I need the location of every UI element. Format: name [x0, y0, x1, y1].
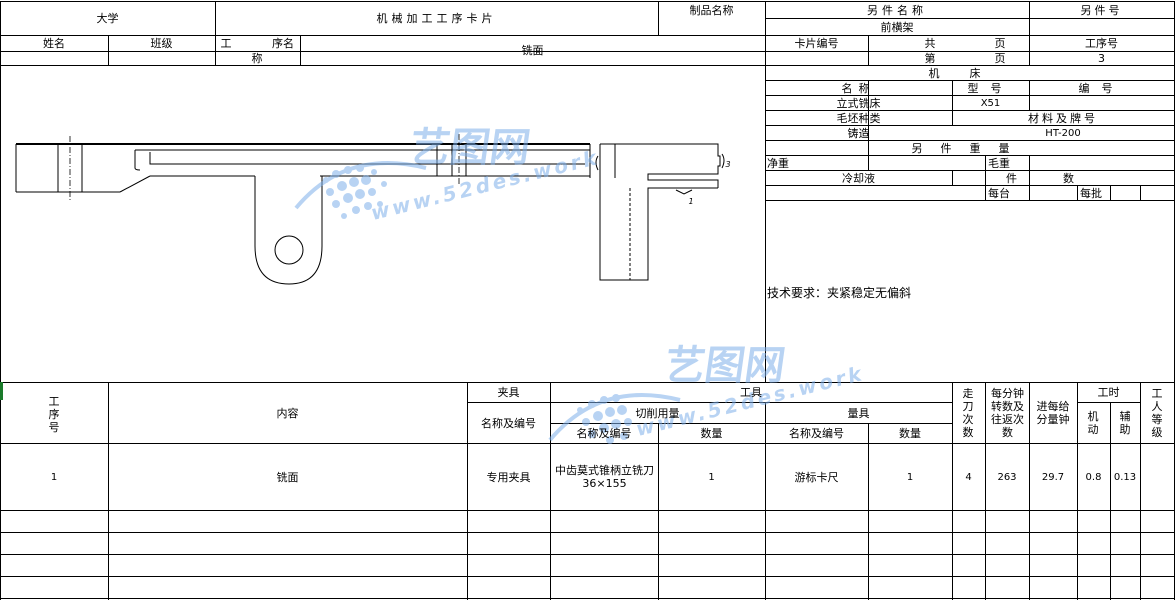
process-name-value: 铣面 — [521, 44, 544, 57]
machine-model-value: X51 — [980, 97, 1001, 109]
blank-type-label: 毛坯种类 — [836, 111, 881, 125]
part-drawing — [15, 134, 725, 285]
td-machine-time: 0.8 — [1085, 471, 1102, 483]
current-label: 第 — [924, 52, 936, 65]
td-step: 1 — [50, 471, 58, 483]
td-content: 铣面 — [276, 470, 299, 484]
dim-label-3: 3 — [725, 159, 731, 169]
th-content: 内容 — [276, 406, 299, 420]
side-view — [595, 143, 725, 281]
th-machine-time: 机动 — [1087, 410, 1099, 436]
td-feed: 29.7 — [1041, 471, 1065, 483]
net-weight-label: 净重 — [767, 156, 789, 170]
blank-type-value: 铸造 — [847, 126, 870, 140]
watermark-logo-2 — [548, 393, 681, 444]
process-name-label-a: 工 — [220, 37, 232, 50]
td-fixture: 专用夹具 — [486, 470, 531, 484]
th-step-no: 工序号 — [48, 394, 60, 434]
card-title: 机械加工工序卡片 — [376, 12, 497, 25]
th-cutting: 切削用量 — [635, 406, 680, 420]
th-fixture: 夹具 — [497, 386, 520, 399]
th-cutter-name: 名称及编号 — [576, 427, 632, 440]
part-name-label: 另件名称 — [867, 3, 927, 17]
page-label: 页 — [994, 37, 1006, 50]
td-gauge: 游标卡尺 — [794, 470, 839, 484]
class-label: 班级 — [150, 37, 173, 50]
product-name-label: 制品名称 — [689, 4, 734, 17]
part-no-label: 另件号 — [1080, 3, 1123, 17]
watermark-logo-1 — [294, 161, 427, 219]
tech-requirement: 技术要求：夹紧稳定无偏斜 — [767, 285, 912, 300]
name-label: 姓名 — [43, 37, 65, 50]
step-no-label: 工序号 — [1085, 37, 1118, 50]
th-tool: 工具 — [740, 386, 762, 399]
coolant-label: 冷却液 — [842, 171, 875, 185]
current-page-label: 页 — [994, 52, 1006, 65]
td-cutter: 中齿莫式锥柄立铣刀36×155 — [555, 464, 654, 490]
machine-section-label: 机床 — [928, 66, 1011, 80]
th-gauge-name: 名称及编号 — [789, 427, 844, 440]
front-view — [15, 134, 591, 285]
card-no-label: 卡片编号 — [794, 37, 839, 50]
th-passes: 走刀次数 — [962, 387, 974, 439]
th-time: 工时 — [1097, 386, 1120, 399]
machine-name-value: 立式铣床 — [836, 96, 881, 110]
td-aux-time: 0.13 — [1113, 471, 1137, 483]
gross-weight-label: 毛重 — [988, 156, 1010, 170]
td-cutter-qty: 1 — [708, 471, 715, 483]
per-unit-label: 每台 — [988, 186, 1010, 200]
th-rpm: 每分钟转数及往返次数 — [991, 387, 1024, 439]
total-label: 共 — [924, 37, 936, 50]
machine-name-label: 名称 — [841, 81, 876, 95]
process-name-label-c: 称 — [251, 52, 263, 65]
th-cutter-qty: 数量 — [700, 427, 723, 440]
process-name-label-b: 序名 — [272, 37, 294, 50]
step-no-value: 3 — [1098, 52, 1105, 65]
th-aux-time: 辅助 — [1119, 410, 1131, 436]
material-value: HT-200 — [1045, 127, 1081, 139]
th-grade: 工人等级 — [1151, 387, 1163, 439]
td-passes: 4 — [965, 471, 972, 483]
per-batch-label: 每批 — [1080, 186, 1102, 200]
th-gauge: 量具 — [847, 406, 870, 420]
pieces-label: 件数 — [1006, 171, 1120, 185]
part-weight-label: 另件重量 — [911, 141, 1028, 155]
material-label: 材料及牌号 — [1028, 111, 1098, 125]
part-name-value: 前横架 — [880, 20, 914, 34]
school-cell: 大学 — [96, 12, 119, 25]
th-gauge-qty: 数量 — [899, 427, 921, 440]
dim-label-1: 1 — [688, 196, 694, 206]
td-gauge-qty: 1 — [906, 471, 914, 483]
machine-model-label: 型号 — [967, 81, 1014, 95]
machine-number-label: 编号 — [1078, 81, 1125, 95]
td-rpm: 263 — [997, 471, 1017, 483]
th-fixture-name: 名称及编号 — [481, 416, 536, 430]
th-feed: 进每给分量钟 — [1036, 400, 1070, 426]
